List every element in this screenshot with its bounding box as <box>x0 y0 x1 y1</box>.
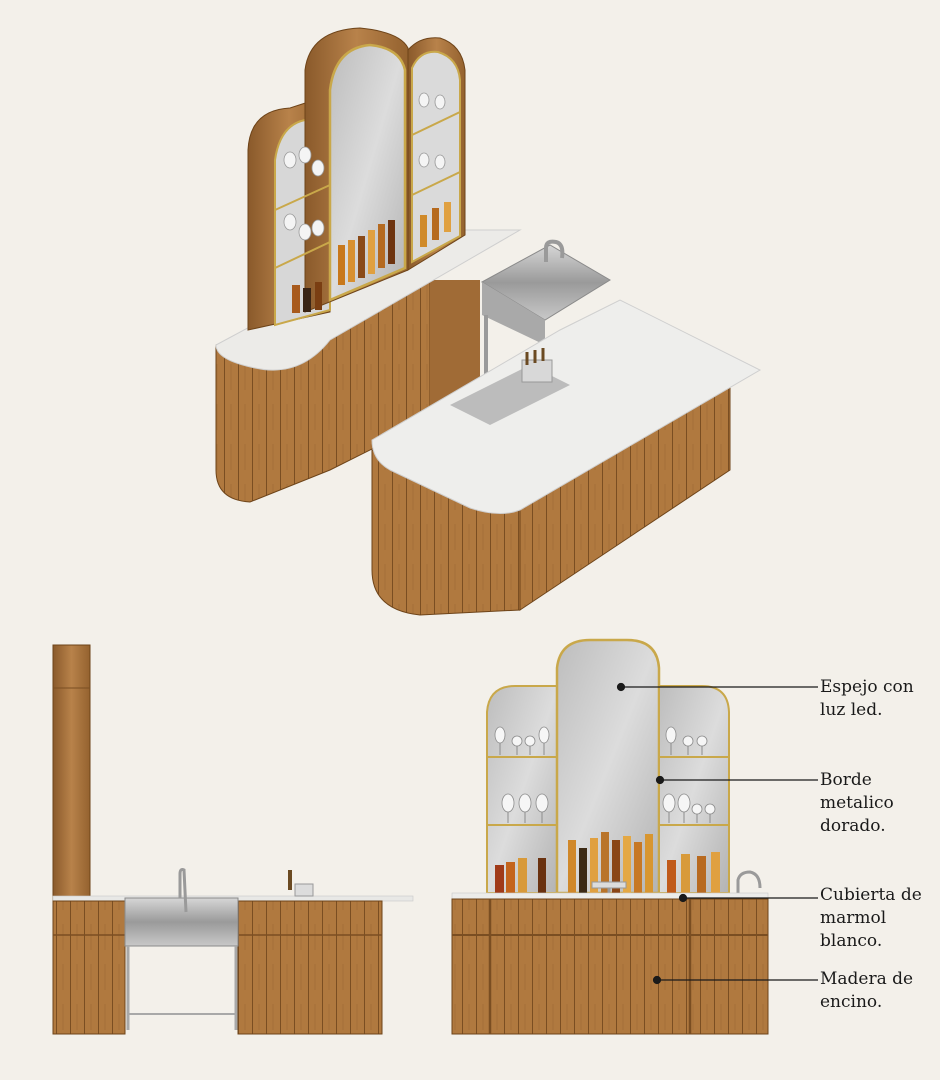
beer-tap <box>521 359 553 383</box>
side-elevation <box>52 644 414 1035</box>
side-cabinet-left <box>52 900 126 1035</box>
side-faucet <box>178 868 188 913</box>
callout-gold-trim-label: Borde metalico dorado. <box>820 770 894 836</box>
island-marble-top <box>371 299 762 514</box>
front-beer-tap <box>591 881 627 889</box>
sink-faucet <box>544 239 565 262</box>
side-beer-tap <box>294 883 314 897</box>
front-bottles <box>495 832 720 893</box>
callout-leaders <box>616 682 818 985</box>
front-counter-wood <box>451 898 769 1035</box>
iso-mirror <box>328 43 407 302</box>
sink-apron <box>482 282 545 345</box>
iso-shelving-unit <box>247 27 466 331</box>
side-sink <box>124 897 239 947</box>
side-cabinet-right <box>237 900 383 1035</box>
callout-mirror-label: Espejo con luz led. <box>820 677 914 720</box>
isometric-view <box>215 27 762 616</box>
front-right-tower <box>658 685 730 894</box>
front-elevation <box>451 638 769 1035</box>
back-counter-marble <box>215 229 522 371</box>
callout-oak-label: Madera de encino. <box>820 969 914 1012</box>
front-mirror <box>555 638 661 895</box>
side-tall-panel <box>52 644 91 901</box>
callout-marble-label: Cubierta de marmol blanco. <box>820 885 922 951</box>
front-faucet <box>736 870 762 893</box>
